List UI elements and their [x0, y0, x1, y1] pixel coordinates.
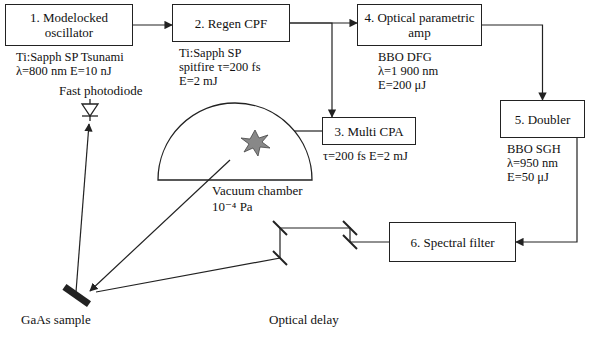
box-title: 5. Doubler: [501, 109, 584, 130]
box-title: 2. Regen CPF: [173, 13, 289, 34]
gaas-sample: [62, 284, 91, 307]
spec-line: τ=200 fs E=2 mJ: [323, 149, 408, 163]
box-title: 1. Modelocked oscillator: [6, 7, 132, 43]
reflected-beam: [76, 124, 89, 292]
doubler-box: 5. DoublerBBO SGHλ=950 nmE=50 μJ: [500, 100, 585, 138]
spec-block: BBO SGHλ=950 nmE=50 μJ: [507, 142, 561, 184]
spec-line: λ=1 900 nm: [378, 64, 438, 78]
spec-line: E=50 μJ: [507, 170, 561, 184]
spec-line: λ=800 nm E=10 nJ: [16, 64, 124, 78]
spec-line: spitfire τ=200 fs: [179, 60, 261, 74]
delay-mirror: [343, 235, 357, 249]
spec-block: BBO DFGλ=1 900 nmE=200 μJ: [378, 50, 438, 92]
spec-line: E=2 mJ: [179, 74, 261, 88]
spec-line: λ=950 nm: [507, 156, 561, 170]
box-title: 4. Optical parametric amp: [358, 7, 481, 43]
device-label: Fast photodiode: [58, 83, 143, 99]
spec-line: BBO DFG: [378, 50, 438, 64]
photodiode-symbol: [82, 98, 98, 121]
spec-block: Vacuum chamber10⁻⁴ Pa: [212, 183, 303, 215]
filter-box: 6. Spectral filter: [389, 222, 516, 262]
opa-box: 4. Optical parametric ampBBO DFGλ=1 900 …: [357, 4, 482, 46]
amplifier-box: 3. Multi CPAτ=200 fs E=2 mJ: [322, 117, 416, 145]
spec-line: BBO SGH: [507, 142, 561, 156]
chamber-label: 10⁻⁴ Pa: [212, 199, 303, 215]
beam-connector: [294, 130, 322, 131]
delay-mirror: [273, 251, 287, 265]
vacuum-chamber: Vacuum chamber10⁻⁴ Pa: [158, 103, 312, 180]
beam-connector: [133, 24, 172, 25]
delay-mirror: [273, 221, 287, 235]
plasma-spark: [241, 130, 270, 156]
box-title: 3. Multi CPA: [323, 121, 415, 142]
delay-label: Optical delay: [268, 312, 340, 328]
box-title: 6. Spectral filter: [390, 232, 515, 253]
sample-label: GaAs sample: [20, 312, 92, 328]
oscillator-box: 1. Modelocked oscillatorTi:Sapph SP Tsun…: [5, 4, 133, 46]
spec-block: Ti:Sapph SP Tsunamiλ=800 nm E=10 nJ: [16, 50, 124, 78]
chamber-outline: [158, 103, 312, 181]
spec-line: Ti:Sapph SP: [179, 46, 261, 60]
chamber-label: Vacuum chamber: [212, 183, 303, 199]
spec-line: E=200 μJ: [378, 78, 438, 92]
spec-line: Ti:Sapph SP Tsunami: [16, 50, 124, 64]
beam-connector: [290, 23, 332, 117]
delay-mirror: [343, 221, 357, 235]
probe-beam: [96, 228, 389, 292]
amplifier-box: 2. Regen CPFTi:Sapph SPspitfire τ=200 fs…: [172, 4, 290, 42]
beam-connector: [482, 25, 543, 100]
spec-block: τ=200 fs E=2 mJ: [323, 149, 408, 163]
spec-block: Ti:Sapph SPspitfire τ=200 fsE=2 mJ: [179, 46, 261, 88]
